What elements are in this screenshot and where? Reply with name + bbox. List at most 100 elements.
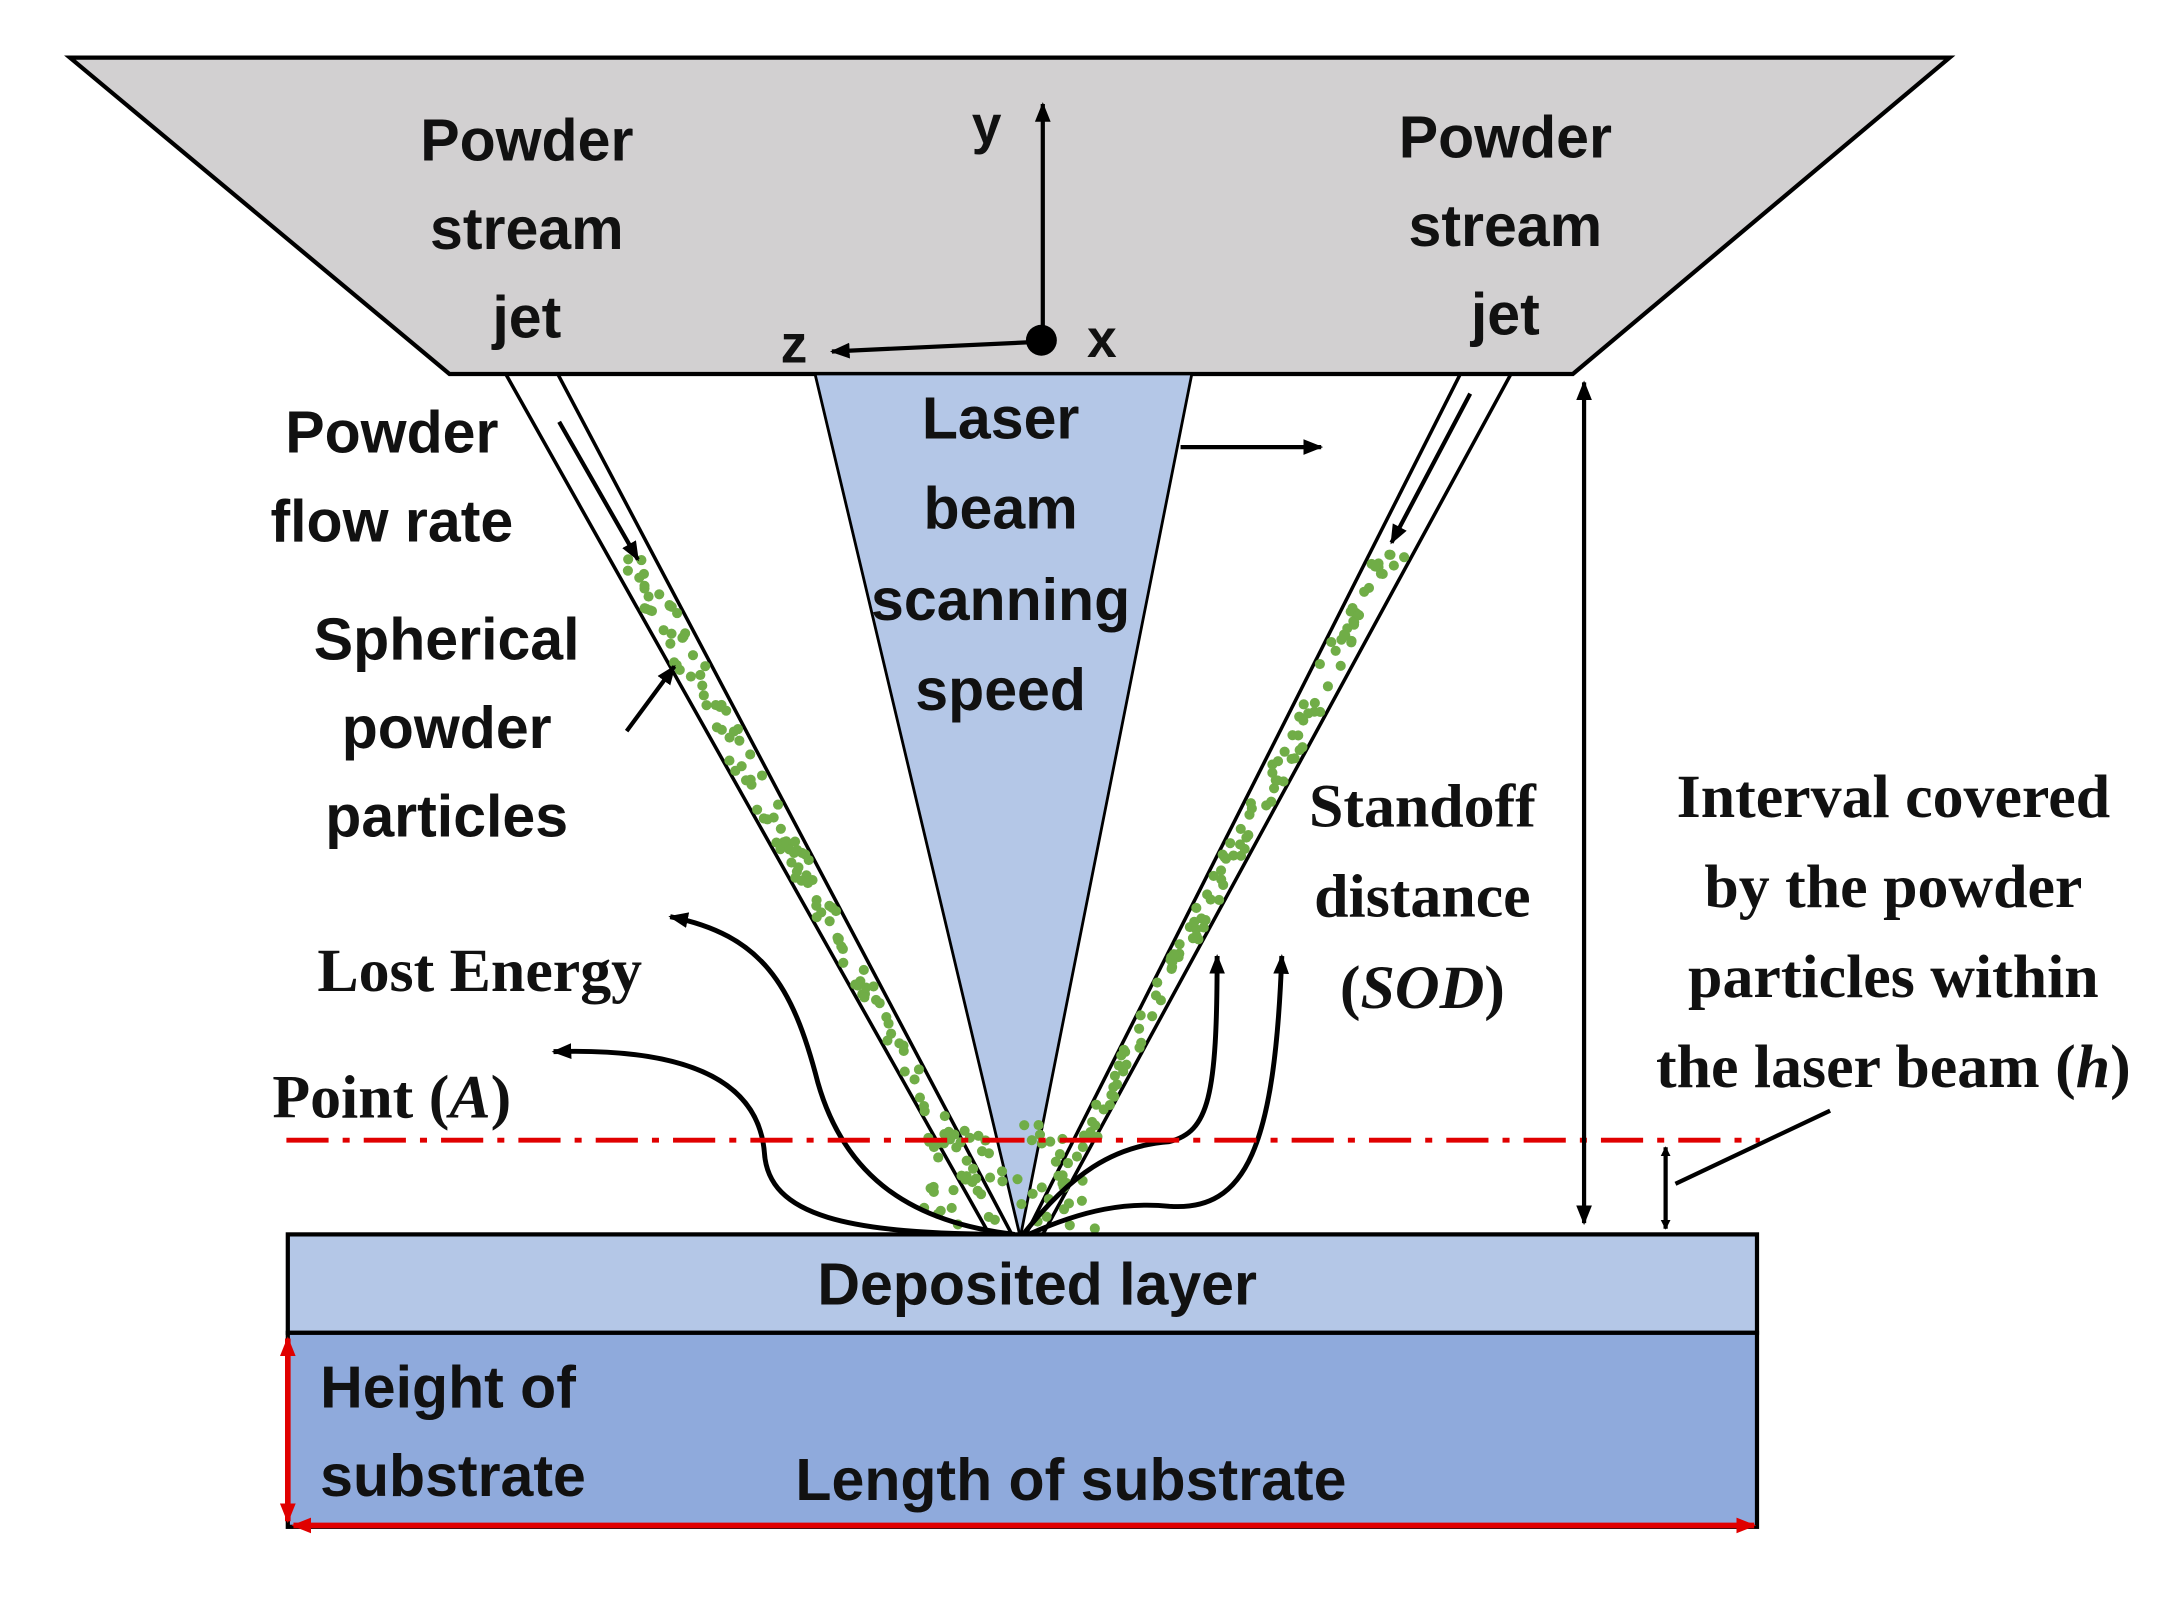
powder-particle — [1071, 1151, 1083, 1162]
powder-particle — [1111, 1079, 1123, 1090]
powder-particle — [1234, 839, 1246, 850]
powder-particle — [1399, 552, 1410, 563]
powder-particle — [672, 608, 683, 619]
powder-particle — [730, 765, 741, 776]
point-a-label: Point (A) — [272, 1064, 511, 1132]
powder-particle — [1272, 775, 1283, 786]
interval-close-paren: ) — [2110, 1033, 2131, 1101]
powder-particle — [1214, 894, 1225, 905]
powder-particle — [913, 1064, 924, 1075]
standoff-var: SOD — [1361, 954, 1485, 1022]
powder-particle — [956, 1170, 967, 1181]
nozzle-body — [64, 55, 1956, 377]
lost-energy-label: Lost Energy — [317, 937, 642, 1005]
laser-label-line2: beam — [924, 476, 1078, 542]
powder-particle — [1152, 977, 1163, 988]
nozzle-label-left-line3: jet — [491, 284, 561, 350]
powder-particle — [946, 1202, 957, 1214]
powder-particle — [983, 1148, 995, 1159]
substrate-height-line2: substrate — [320, 1443, 586, 1509]
powder-particle — [695, 669, 706, 681]
substrate-length-label: Length of substrate — [795, 1447, 1346, 1513]
powder-particle — [685, 671, 696, 682]
nozzle-label-right-line3: jet — [1470, 282, 1540, 348]
powder-particle — [1246, 803, 1257, 814]
spherical-particles-line1: Spherical — [314, 606, 580, 672]
powder-particle — [745, 749, 756, 760]
powder-particle — [1289, 753, 1300, 764]
spherical-particles-line2: powder — [342, 695, 552, 761]
powder-particle — [939, 1110, 950, 1122]
axis-label-z: z — [781, 316, 808, 375]
powder-flow-rate-line2: flow rate — [270, 488, 513, 554]
powder-particle — [1098, 1104, 1109, 1115]
powder-particle — [1208, 870, 1219, 881]
powder-particle — [1293, 730, 1304, 741]
powder-particle — [716, 724, 727, 735]
standoff-close-paren: ) — [1484, 954, 1505, 1022]
powder-particle — [859, 992, 870, 1003]
powder-particle — [1235, 850, 1247, 861]
powder-particle — [623, 554, 634, 565]
powder-particle — [1388, 560, 1399, 571]
powder-particle — [724, 755, 735, 766]
powder-particle — [928, 1186, 939, 1198]
lost-energy-curve-left-2 — [551, 1043, 1015, 1237]
powder-particle — [1220, 853, 1232, 864]
standoff-line3: (SOD) — [1340, 954, 1505, 1022]
laser-label: Laser beam scanning speed — [871, 386, 1130, 723]
powder-particle — [1027, 1188, 1038, 1199]
lost-energy-curve-right-2 — [1027, 954, 1290, 1237]
interval-line4-text: the laser beam ( — [1656, 1033, 2076, 1101]
powder-particle — [1261, 800, 1272, 811]
interval-leader-line — [1674, 1108, 1832, 1186]
powder-particle — [1384, 549, 1395, 560]
powder-particle — [1041, 1211, 1052, 1222]
interval-line4: the laser beam (h) — [1656, 1033, 2131, 1101]
powder-particle — [1168, 949, 1179, 960]
powder-particle — [1109, 1070, 1120, 1081]
powder-particle — [919, 1106, 930, 1117]
powder-particle — [1012, 1174, 1023, 1185]
laser-label-line3: scanning — [871, 567, 1130, 633]
powder-particle — [1191, 930, 1202, 941]
powder-particle — [666, 628, 677, 639]
powder-particle — [1218, 879, 1229, 890]
powder-particle — [687, 650, 699, 661]
powder-particle — [1064, 1220, 1075, 1231]
powder-particle — [802, 877, 813, 889]
powder-particle — [740, 775, 752, 786]
spherical-particles-line3: particles — [325, 784, 568, 850]
powder-particle — [697, 680, 708, 691]
powder-particle — [762, 814, 773, 825]
nozzle-label-left-line1: Powder — [420, 107, 633, 173]
powder-particle — [646, 605, 658, 617]
nozzle-label-right-line2: stream — [1409, 193, 1603, 259]
particles-pointer-arrow — [624, 664, 677, 733]
powder-particle — [868, 981, 879, 992]
powder-particle — [756, 770, 768, 781]
powder-particle — [997, 1176, 1008, 1187]
standoff-line1: Standoff — [1309, 773, 1537, 841]
powder-particle — [858, 964, 869, 976]
powder-particle — [1113, 1060, 1124, 1071]
powder-particle — [698, 690, 709, 701]
point-a-suffix: ) — [491, 1064, 512, 1132]
coordinate-axes — [829, 102, 1057, 359]
powder-particle — [1147, 1011, 1158, 1022]
powder-particle — [710, 700, 721, 711]
powder-stream-left — [504, 373, 1014, 1236]
powder-particle — [1298, 699, 1309, 710]
powder-particle — [775, 823, 786, 834]
powder-particle — [852, 980, 863, 991]
flow-arrow-right — [1389, 392, 1473, 545]
substrate-height-label: Height of substrate — [320, 1354, 586, 1509]
powder-particle — [836, 941, 847, 952]
powder-particle — [985, 1172, 996, 1183]
powder-particle — [996, 1166, 1008, 1177]
substrate — [285, 1330, 1760, 1529]
powder-particle — [971, 1173, 982, 1184]
laser-beam-cone — [813, 372, 1194, 1238]
powder-particle — [1377, 568, 1388, 579]
standoff-open-paren: ( — [1340, 954, 1361, 1022]
